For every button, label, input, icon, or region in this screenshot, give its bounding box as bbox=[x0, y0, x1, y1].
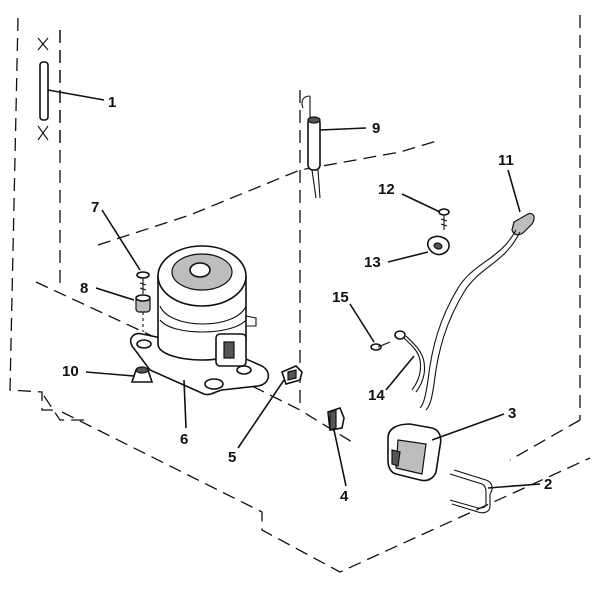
callout-5: 5 bbox=[228, 449, 236, 466]
callout-8: 8 bbox=[80, 280, 88, 297]
part-3-relay-cover bbox=[387, 423, 442, 482]
part-11-power-cord bbox=[419, 213, 535, 411]
part-4-relay-clip bbox=[327, 407, 345, 431]
callout-6: 6 bbox=[180, 431, 188, 448]
part-12-screw bbox=[438, 208, 450, 230]
callout-2: 2 bbox=[544, 476, 552, 493]
callout-3: 3 bbox=[508, 405, 516, 422]
callout-13: 13 bbox=[364, 254, 381, 271]
callout-1: 1 bbox=[108, 94, 116, 111]
part-2-bracket bbox=[449, 469, 493, 514]
part-14-ground-wire bbox=[394, 330, 426, 393]
part-1-thermostat-tube bbox=[37, 37, 49, 141]
callout-4: 4 bbox=[340, 488, 349, 505]
part-8-grommet bbox=[135, 294, 151, 332]
part-15-screw bbox=[370, 341, 391, 351]
part-9-sensor bbox=[301, 95, 321, 199]
part-7-screw bbox=[136, 271, 150, 294]
callout-15: 15 bbox=[332, 289, 349, 306]
callout-14: 14 bbox=[368, 387, 385, 404]
part-13-cord-clamp bbox=[426, 235, 450, 256]
part-6-compressor bbox=[129, 245, 270, 396]
callout-10: 10 bbox=[62, 363, 79, 380]
part-10-rubber-foot bbox=[130, 366, 154, 383]
part-5-clip bbox=[281, 365, 303, 385]
callout-7: 7 bbox=[91, 199, 99, 216]
callout-labels: 1 2 3 4 5 6 7 8 9 10 11 12 13 14 15 bbox=[62, 94, 552, 505]
callout-12: 12 bbox=[378, 181, 395, 198]
callout-11: 11 bbox=[498, 152, 514, 169]
leader-lines bbox=[47, 89, 541, 489]
callout-9: 9 bbox=[372, 120, 380, 137]
